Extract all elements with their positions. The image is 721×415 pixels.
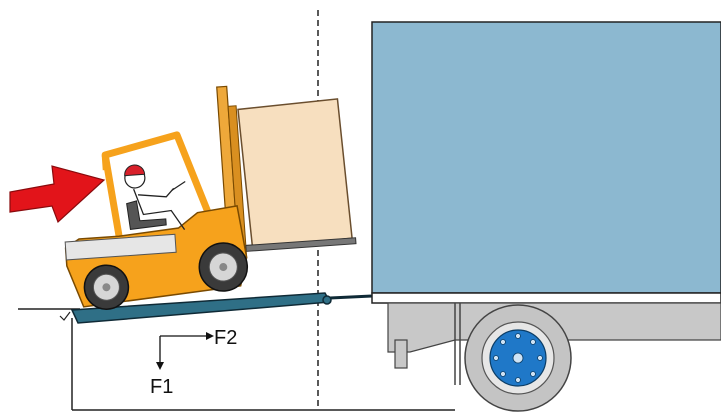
forklift-front-wheel — [198, 242, 249, 292]
forklift — [64, 85, 357, 310]
forklift-rear-wheel — [83, 264, 130, 310]
dock-leveler — [59, 292, 373, 324]
trailer-wheel — [464, 304, 572, 412]
force-label-f1: F1 — [150, 376, 173, 398]
force-label-f2: F2 — [214, 327, 237, 349]
truck-trailer — [371, 21, 721, 412]
push-arrow-icon — [9, 165, 106, 224]
forklift-operator-icon — [124, 164, 186, 231]
force-vectors: F2 F1 — [150, 327, 237, 398]
